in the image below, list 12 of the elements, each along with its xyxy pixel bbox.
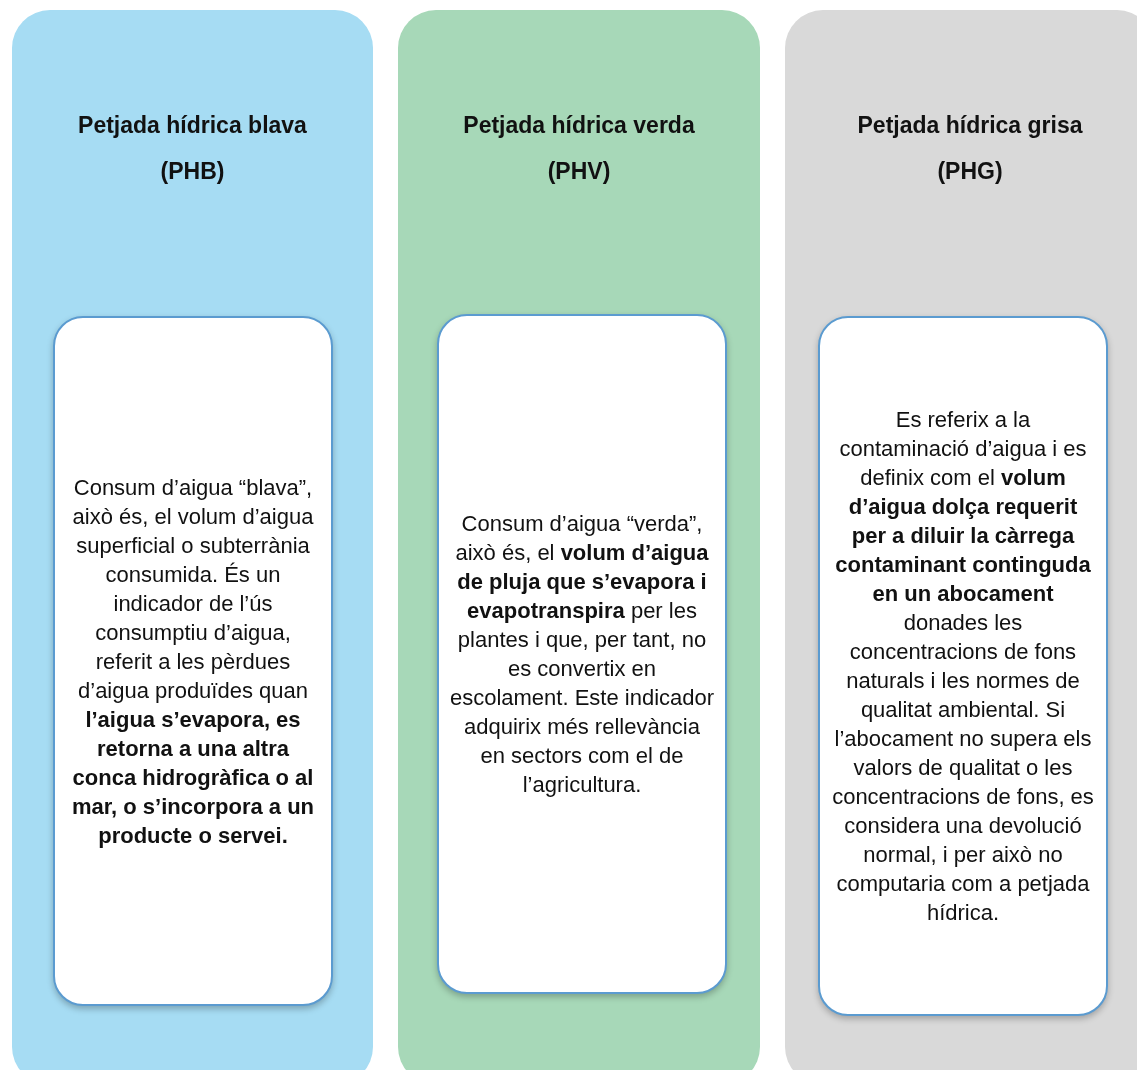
description-card (437, 314, 727, 994)
description-text: Consum d’aigua “verda”, això és, el volum d’aigua de pluja que s’evapora i evapotranspira per les plantes i que, per tant, no es convertix en escolament. Este indicador adquirix més rellevància en sectors com el de l’agricultura. (448, 510, 716, 799)
description-card (818, 316, 1108, 1016)
column-heading: Petjada hídrica verda (PHV) (462, 111, 696, 186)
column-panel (785, 10, 1137, 1070)
description-card (53, 316, 333, 1006)
column-panel (398, 10, 760, 1070)
column-heading: Petjada hídrica blava (PHB) (77, 111, 308, 186)
column-heading: Petjada hídrica grisa (PHG) (856, 111, 1084, 186)
description-text: Consum d’aigua “blava”, això és, el volum d’aigua superficial o subterrània consumida. És un indicador de l’ús consumptiu d’aigua, referit a les pèrdues d’aigua produïdes quan l’aigua s’evapora, es retorna a una altra conca hidrogràfica o al mar, o s’incorpora a un producte o servei. (70, 473, 316, 850)
column-panel (12, 10, 373, 1070)
description-text: Es referix a la contaminació d’aigua i es definix com el volum d’aigua dolça requerit per a diluir la càrrega contaminant continguda en un abocament donades les concentracions de fons naturals i les normes de qualitat ambiental. Si l’abocament no supera els valors de qualitat o les concentracions de fons, es considera una devolució normal, i per això no computaria com a petjada hídrica. (831, 406, 1095, 927)
